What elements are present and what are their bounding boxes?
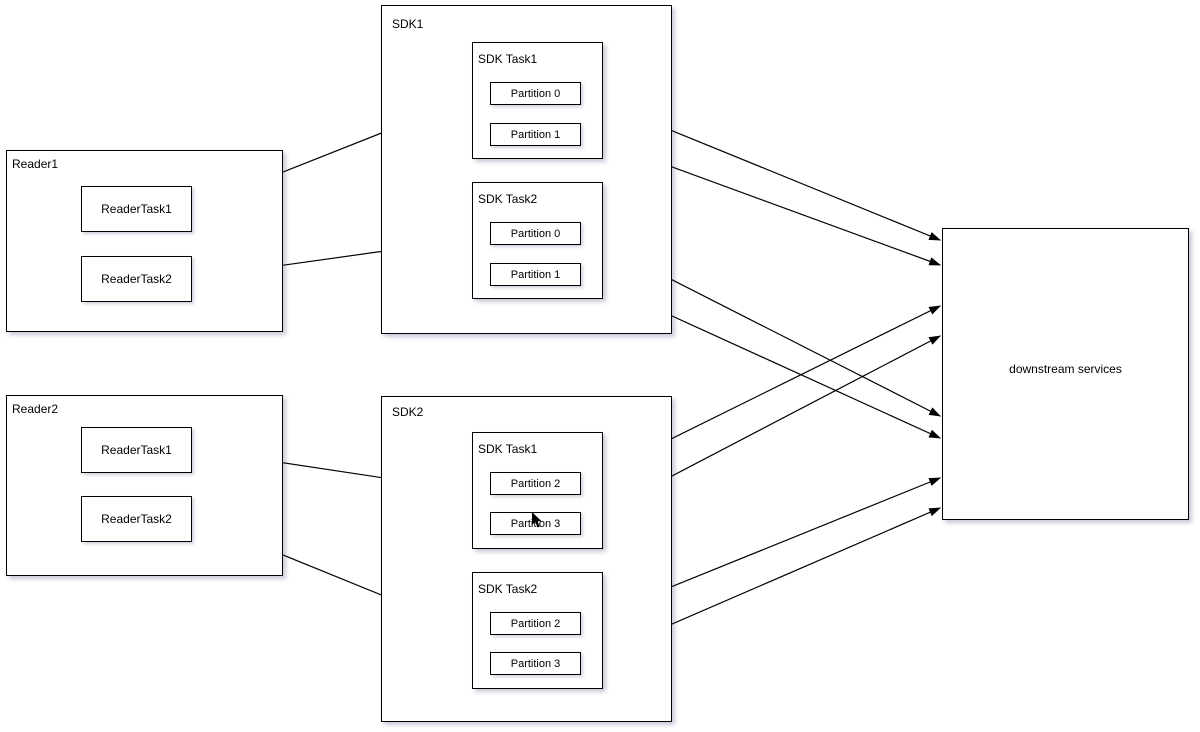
sdk2-task1-partition-3[interactable]: Partition 3 <box>490 512 581 535</box>
container-sdk2-label: SDK2 <box>392 405 424 419</box>
sdk1-task2-label: SDK Task2 <box>478 192 538 206</box>
downstream-services-box[interactable] <box>942 228 1189 520</box>
container-sdk1-label: SDK1 <box>392 17 424 31</box>
container-reader2[interactable] <box>6 395 283 576</box>
sdk1-task2-partition-0[interactable]: Partition 0 <box>490 222 581 245</box>
sdk2-task2-partition-3[interactable]: Partition 3 <box>490 652 581 675</box>
sdk2-task1-partition-2[interactable]: Partition 2 <box>490 472 581 495</box>
reader1-task1-box[interactable]: ReaderTask1 <box>81 186 192 232</box>
sdk2-task1-label: SDK Task1 <box>478 442 538 456</box>
container-reader2-label: Reader2 <box>12 402 59 416</box>
reader2-task1-box[interactable]: ReaderTask1 <box>81 427 192 473</box>
container-reader1-label: Reader1 <box>12 157 59 171</box>
sdk1-task1-partition-0[interactable]: Partition 0 <box>490 82 581 105</box>
sdk2-task2-label: SDK Task2 <box>478 582 538 596</box>
sdk1-task1-partition-1[interactable]: Partition 1 <box>490 123 581 146</box>
sdk1-task2-partition-1[interactable]: Partition 1 <box>490 263 581 286</box>
reader1-task2-box[interactable]: ReaderTask2 <box>81 256 192 302</box>
container-reader1[interactable] <box>6 150 283 332</box>
sdk2-task2-partition-2[interactable]: Partition 2 <box>490 612 581 635</box>
downstream-services-label: downstream services <box>1009 362 1122 376</box>
reader2-task2-box[interactable]: ReaderTask2 <box>81 496 192 542</box>
sdk1-task1-label: SDK Task1 <box>478 52 538 66</box>
